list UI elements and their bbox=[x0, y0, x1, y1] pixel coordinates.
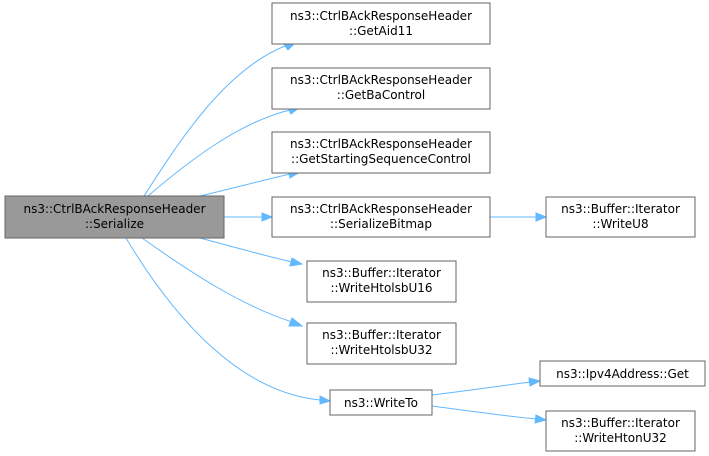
node-writeu8-line1: ns3::Buffer::Iterator bbox=[561, 202, 680, 216]
node-writehtonu32[interactable]: ns3::Buffer::Iterator ::WriteHtonU32 bbox=[545, 410, 696, 452]
node-getbacontrol-line2: ::GetBaControl bbox=[337, 88, 425, 102]
node-getaid11-line2: ::GetAid11 bbox=[349, 24, 413, 38]
node-ipv4get[interactable]: ns3::Ipv4Address::Get bbox=[539, 360, 706, 387]
node-getstartingseq-line2: ::GetStartingSequenceControl bbox=[291, 152, 471, 166]
node-writeu8-line2: ::WriteU8 bbox=[592, 217, 648, 231]
node-ipv4get-line1: ns3::Ipv4Address::Get bbox=[556, 367, 689, 381]
node-writehtolsbu16[interactable]: ns3::Buffer::Iterator ::WriteHtolsbU16 bbox=[306, 260, 457, 303]
edge-serialize-to-writehtolsbu16 bbox=[199, 237, 304, 267]
node-writehtonu32-line2: ::WriteHtonU32 bbox=[574, 431, 667, 445]
node-getstartingseq-line1: ns3::CtrlBAckResponseHeader bbox=[290, 137, 472, 151]
edge-serialize-to-serializebitmap bbox=[224, 212, 274, 222]
edges-layer bbox=[125, 42, 548, 424]
node-writehtolsbu32-line2: ::WriteHtolsbU32 bbox=[330, 343, 432, 357]
node-getbacontrol[interactable]: ns3::CtrlBAckResponseHeader ::GetBaContr… bbox=[271, 67, 491, 110]
node-serialize[interactable]: ns3::CtrlBAckResponseHeader ::Serialize bbox=[4, 195, 225, 239]
node-writeto[interactable]: ns3::WriteTo bbox=[329, 389, 433, 416]
node-serializebitmap-line1: ns3::CtrlBAckResponseHeader bbox=[290, 202, 472, 216]
edge-serializebitmap-to-writeu8 bbox=[490, 212, 548, 222]
node-serialize-line2: ::Serialize bbox=[85, 217, 144, 231]
edge-serialize-to-getstartingseq bbox=[199, 169, 302, 197]
node-writehtolsbu32-line1: ns3::Buffer::Iterator bbox=[322, 328, 441, 342]
edge-writeto-to-writehtonu32 bbox=[431, 405, 548, 424]
node-writehtolsbu32[interactable]: ns3::Buffer::Iterator ::WriteHtolsbU32 bbox=[306, 322, 457, 365]
node-writehtonu32-line1: ns3::Buffer::Iterator bbox=[561, 416, 680, 430]
node-serializebitmap-line2: ::SerializeBitmap bbox=[330, 217, 432, 231]
edge-serialize-to-writehtolsbu32 bbox=[141, 237, 304, 327]
node-serializebitmap[interactable]: ns3::CtrlBAckResponseHeader ::SerializeB… bbox=[271, 196, 491, 238]
node-writehtolsbu16-line1: ns3::Buffer::Iterator bbox=[322, 266, 441, 280]
nodes-layer: ns3::CtrlBAckResponseHeader ::Serialize … bbox=[4, 2, 706, 452]
node-getbacontrol-line1: ns3::CtrlBAckResponseHeader bbox=[290, 73, 472, 87]
node-getaid11-line1: ns3::CtrlBAckResponseHeader bbox=[290, 9, 472, 23]
node-writeto-line1: ns3::WriteTo bbox=[344, 396, 418, 410]
node-serialize-line1: ns3::CtrlBAckResponseHeader bbox=[23, 202, 205, 216]
node-getstartingseq[interactable]: ns3::CtrlBAckResponseHeader ::GetStartin… bbox=[271, 131, 491, 174]
edge-serialize-to-writeto bbox=[125, 237, 332, 405]
node-writeu8[interactable]: ns3::Buffer::Iterator ::WriteU8 bbox=[545, 196, 696, 238]
edge-writeto-to-ipv4get bbox=[431, 377, 542, 396]
node-writehtolsbu16-line2: ::WriteHtolsbU16 bbox=[330, 281, 432, 295]
node-getaid11[interactable]: ns3::CtrlBAckResponseHeader ::GetAid11 bbox=[271, 2, 491, 45]
